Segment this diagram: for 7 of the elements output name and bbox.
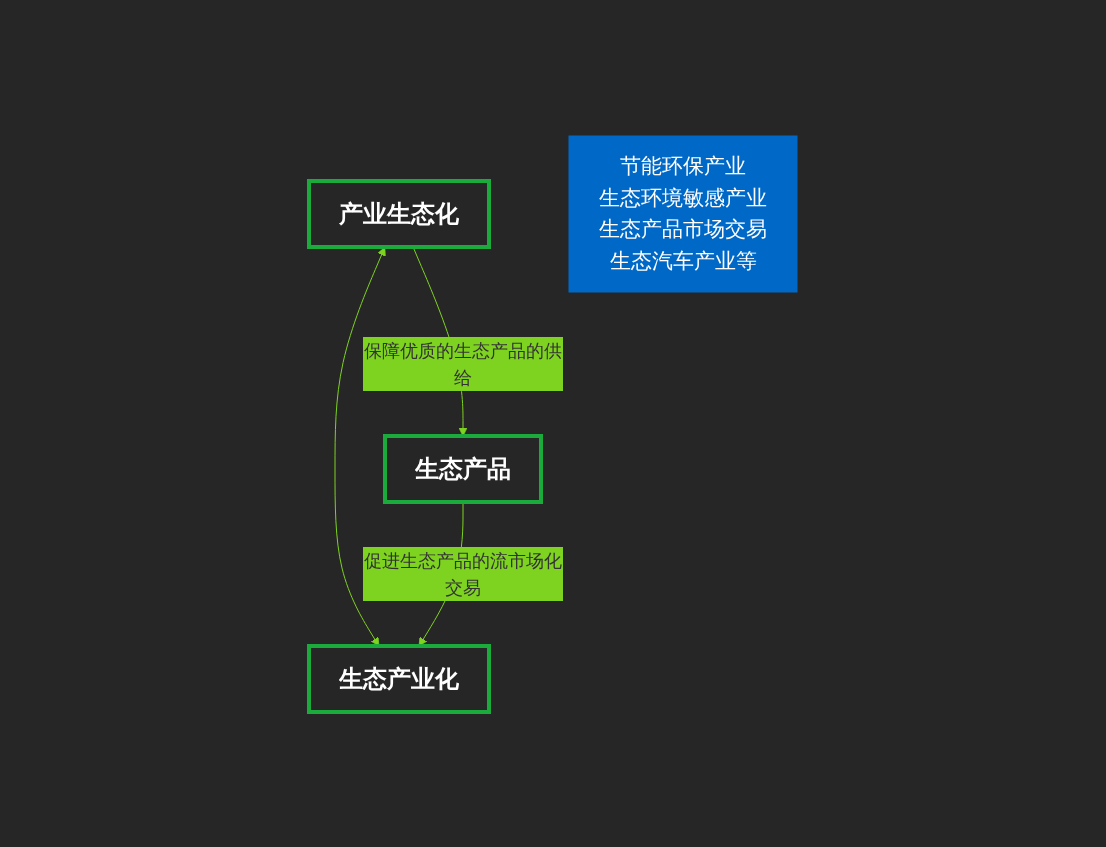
arrow (334, 246, 386, 646)
node-box: 产业生态化 (307, 178, 491, 249)
edge-label: 促进生态产品的流市场化交易 (364, 549, 562, 598)
node-box: 节能环保产业 生态环境敏感产业 生态产品市场交易 生态汽车产业等 (568, 135, 798, 292)
node-box: 生态产业化 (307, 643, 491, 714)
node-box: 生态产品 (383, 433, 543, 504)
edge-label: 保障优质的生态产品的供给 (364, 339, 562, 388)
